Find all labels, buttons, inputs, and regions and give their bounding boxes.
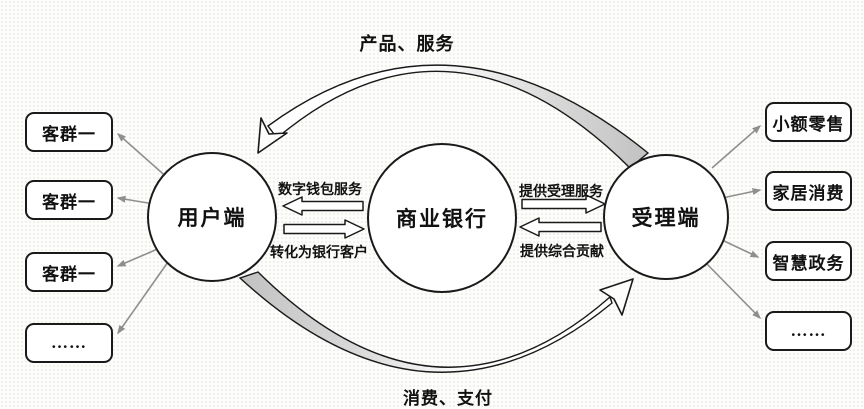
customer-group-box-1-label: 客群一 — [42, 124, 96, 144]
convert-customer-label: 转化为银行客户 — [270, 246, 368, 261]
customer-group-box-more-label: …… — [51, 333, 87, 352]
bottom-flow-arrowhead — [599, 278, 634, 316]
node-user-side: 用户端 — [147, 152, 277, 282]
customer-group-box-2-label: 客群一 — [42, 192, 96, 212]
user-to-group4-arrow — [117, 261, 169, 335]
wallet-service-label: 数字钱包服务 — [278, 183, 362, 198]
acceptor-to-retail-arrow — [711, 125, 762, 169]
user-to-group3-arrow — [116, 247, 161, 267]
acceptor-to-home-arrow — [721, 188, 762, 199]
top-flow-caption: 产品、服务 — [359, 34, 455, 54]
bank-to-user-block-arrow — [282, 196, 364, 216]
node-commercial-bank: 商业银行 — [367, 143, 517, 293]
comprehensive-contribution-label: 提供综合贡献 — [520, 245, 604, 260]
acceptor-to-bank-block-arrow — [519, 217, 602, 237]
node-commercial-bank-label: 商业银行 — [396, 207, 488, 231]
customer-group-box-3: 客群一 — [25, 252, 113, 292]
acceptor-to-others-arrow — [704, 261, 762, 320]
user-to-bank-block-arrow — [283, 219, 365, 239]
scenario-box-more-label: …… — [790, 321, 827, 340]
bank-to-acceptor-block-arrow — [521, 194, 606, 214]
customer-group-box-3-label: 客群一 — [42, 264, 96, 284]
bottom-flow-caption: 消费、支付 — [403, 389, 493, 408]
user-to-group1-arrow — [116, 133, 171, 181]
top-flow-arrowhead — [257, 117, 288, 154]
scenario-box-more: …… — [765, 311, 852, 351]
acceptance-service-label: 提供受理服务 — [519, 185, 603, 200]
customer-group-box-more: …… — [25, 323, 113, 363]
node-user-side-label: 用户端 — [177, 206, 247, 230]
scenario-box-smart-government: 智慧政务 — [765, 241, 852, 281]
scenario-box-retail-label: 小额零售 — [772, 114, 845, 134]
customer-group-box-2: 客群一 — [25, 180, 113, 220]
node-acceptor-side: 受理端 — [603, 154, 729, 280]
scenario-box-smart-government-label: 智慧政务 — [772, 253, 845, 273]
scenario-box-home-consumption: 家居消费 — [765, 171, 852, 211]
bottom-flow-arc — [238, 271, 613, 373]
node-acceptor-side-label: 受理端 — [631, 206, 701, 230]
customer-group-box-1: 客群一 — [25, 112, 113, 152]
acceptor-to-gov-arrow — [721, 239, 760, 258]
scenario-box-home-consumption-label: 家居消费 — [772, 183, 845, 203]
scenario-box-retail: 小额零售 — [765, 102, 852, 142]
